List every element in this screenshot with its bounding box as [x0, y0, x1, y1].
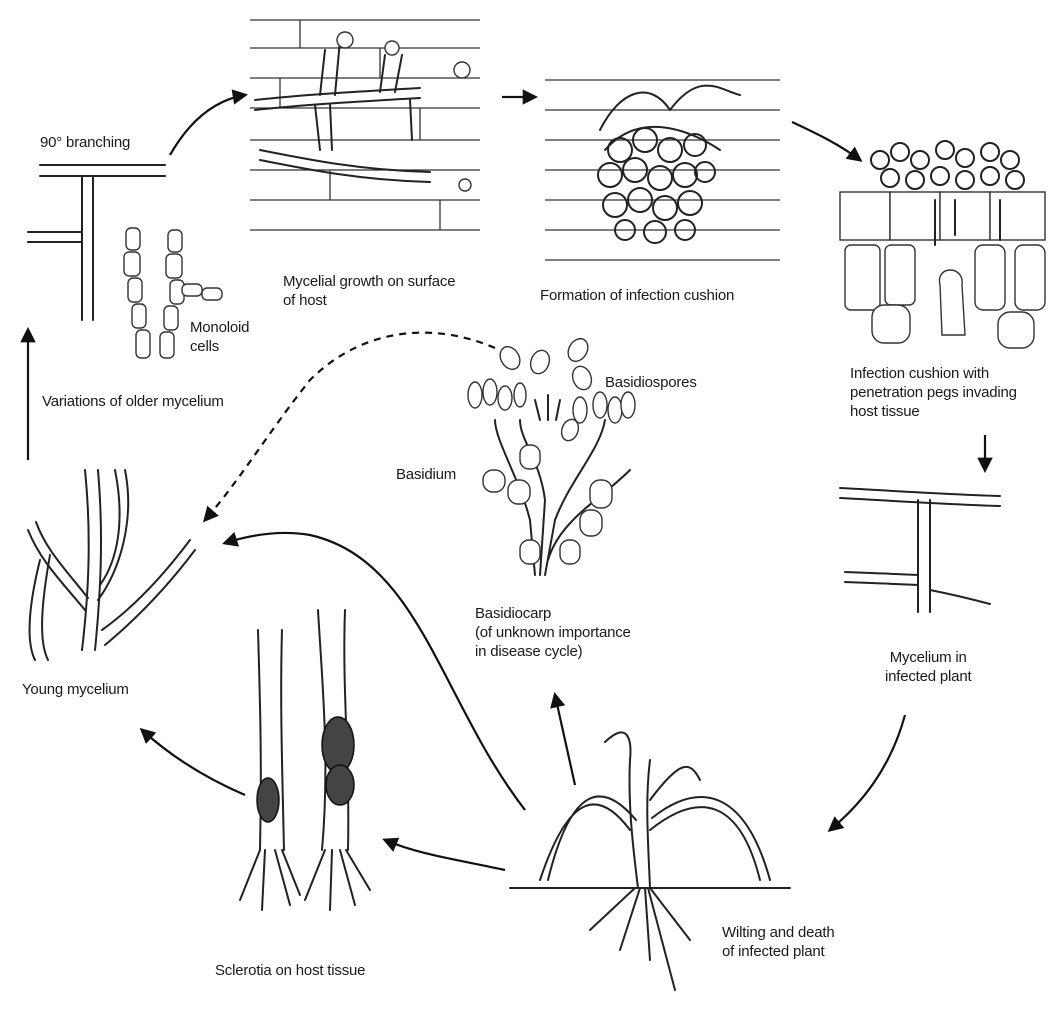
young-mycelium-illustration	[28, 470, 195, 660]
penetration-pegs-illustration	[840, 141, 1045, 348]
label-basidium: Basidium	[396, 465, 456, 484]
label-basidiospores: Basidiospores	[605, 373, 697, 392]
label-infection-cushion-pegs: Infection cushion with penetration pegs …	[850, 364, 1017, 421]
label-sclerotia: Sclerotia on host tissue	[215, 961, 365, 980]
label-older-mycelium: Variations of older mycelium	[42, 392, 224, 411]
label-90-branching: 90° branching	[40, 133, 130, 152]
label-young-mycelium: Young mycelium	[22, 680, 129, 699]
label-mycelium-in-infected-plant: Mycelium in infected plant	[885, 648, 971, 686]
label-mycelial-growth: Mycelial growth on surface of host	[283, 272, 455, 310]
mycelial-growth-illustration	[250, 20, 480, 230]
infection-cushion-illustration	[545, 80, 780, 260]
basidiocarp-illustration	[468, 335, 635, 575]
label-basidiocarp: Basidiocarp (of unknown importance in di…	[475, 604, 631, 661]
label-infection-cushion-formation: Formation of infection cushion	[540, 286, 734, 305]
branching-hypha-illustration	[28, 165, 165, 320]
mycelium-in-plant-illustration	[840, 488, 1000, 612]
sclerotia-illustration	[240, 610, 370, 910]
label-monoloid-cells: Monoloid cells	[190, 318, 249, 356]
label-wilting: Wilting and death of infected plant	[722, 923, 835, 961]
